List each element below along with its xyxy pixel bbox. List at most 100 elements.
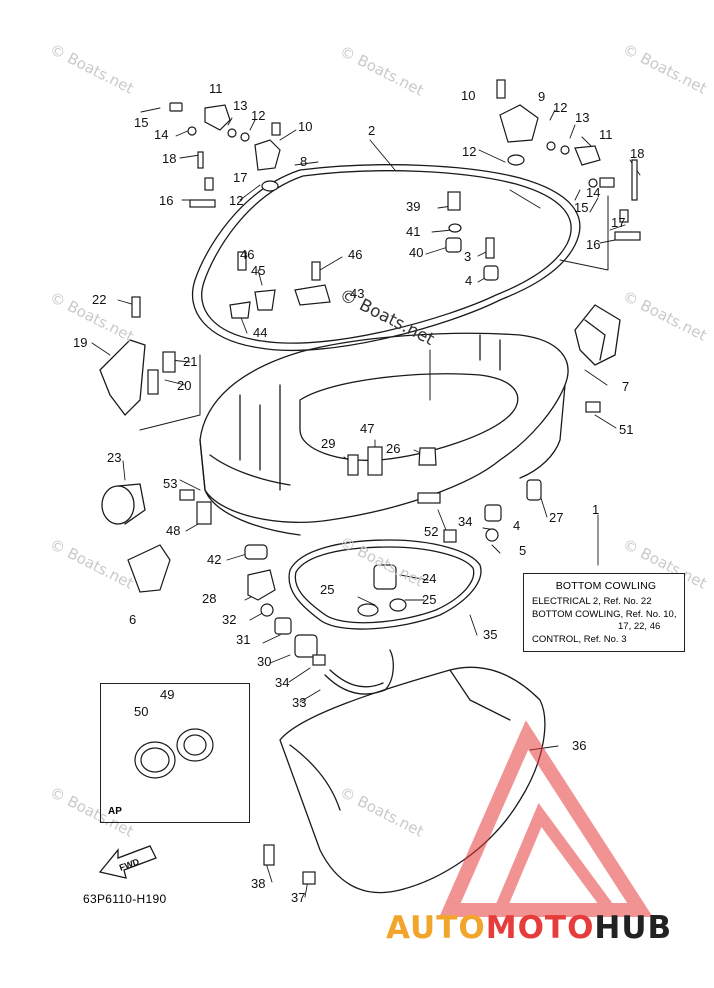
callout-number: 8 [300, 154, 308, 169]
collar-30 [294, 634, 318, 658]
grommet-4b [484, 504, 502, 522]
callout-number: 36 [572, 738, 587, 753]
callout-number: 46 [240, 247, 255, 262]
clamp-43 [294, 284, 331, 306]
clamp-50-inner [140, 747, 170, 773]
rear-bracket [574, 304, 621, 366]
callout-number: 30 [257, 654, 272, 669]
washer-13 [227, 128, 237, 138]
cap-41 [448, 223, 462, 233]
fitting-31 [274, 617, 292, 635]
callout-number: 37 [291, 890, 306, 905]
washer-12c [546, 141, 556, 151]
bolt-10b [496, 79, 506, 99]
callout-number: 40 [409, 245, 424, 260]
callout-number: 18 [630, 146, 645, 161]
callout-number: 39 [406, 199, 421, 214]
drawing-code: 63P6110-H190 [83, 892, 167, 906]
clip-16 [189, 199, 216, 208]
callout-number: 9 [538, 89, 546, 104]
bolt-46b [311, 261, 321, 281]
brand-part-moto: MOTO [485, 910, 595, 946]
clip-34 [312, 654, 326, 666]
bolt-10 [271, 122, 281, 136]
bolt-17 [204, 177, 214, 191]
clip-21 [162, 351, 176, 373]
callout-number: 41 [406, 224, 421, 239]
front-bracket [99, 339, 146, 416]
legend-line: ELECTRICAL 2, Ref. No. 22 [532, 596, 652, 607]
callout-number: 50 [134, 704, 149, 719]
ring-25 [357, 603, 379, 617]
grommet-49 [176, 728, 214, 762]
callout-number: 27 [549, 510, 564, 525]
bolt-3 [485, 237, 495, 259]
callout-number: 7 [622, 379, 630, 394]
callout-number: 17 [611, 215, 626, 230]
brand-part-hub: HUB [594, 910, 673, 946]
bottom-cowling-rim [199, 439, 301, 536]
ap-inset-box [100, 683, 250, 823]
legend-box: BOTTOM COWLING ELECTRICAL 2, Ref. No. 22… [523, 573, 685, 652]
spring-18 [197, 151, 204, 169]
legend-line: BOTTOM COWLING, Ref. No. 10, [532, 608, 677, 620]
bottom-cowling-floor [299, 373, 519, 462]
callout-number: 21 [183, 354, 198, 369]
plug-26 [418, 447, 437, 466]
clip-16b [614, 231, 641, 241]
grommet-cap [101, 485, 135, 525]
callout-number: 10 [298, 119, 313, 134]
callout-number: 22 [92, 292, 107, 307]
washer-14b [588, 178, 598, 188]
callout-number: 49 [160, 687, 175, 702]
grommet-24 [373, 564, 397, 590]
callout-number: 6 [129, 612, 137, 627]
callout-number: 15 [134, 115, 149, 130]
bolt-38 [263, 844, 275, 866]
legend-line: CONTROL, Ref. No. 3 [532, 633, 627, 645]
lower-apron [279, 666, 546, 894]
callout-number: 25 [422, 592, 437, 607]
callout-number: 25 [320, 582, 335, 597]
cover-6 [127, 544, 171, 593]
callout-number: 18 [162, 151, 177, 166]
callout-number: 1 [592, 502, 600, 517]
callout-number: 42 [207, 552, 222, 567]
bush-5 [485, 528, 499, 542]
clip-20 [147, 369, 159, 395]
bolt-46 [237, 251, 247, 271]
gasket [288, 539, 482, 630]
callout-number: 12 [229, 193, 244, 208]
callout-number: 19 [73, 335, 88, 350]
callout-number: 15 [574, 200, 589, 215]
callout-number: 10 [461, 88, 476, 103]
bolt-15 [169, 102, 183, 112]
bolt-17b [619, 209, 629, 223]
elbow-28 [247, 569, 276, 601]
callout-number: 46 [348, 247, 363, 262]
bolt-39 [447, 191, 461, 211]
grommet-12 [261, 180, 279, 192]
callout-number: 13 [575, 110, 590, 125]
clip-34b [443, 529, 457, 543]
callout-number: 29 [321, 436, 336, 451]
housing-8 [254, 139, 281, 171]
callout-number: 14 [586, 185, 601, 200]
callout-number: 4 [465, 273, 473, 288]
callout-number: 34 [275, 675, 290, 690]
callout-number: 20 [177, 378, 192, 393]
callout-number: 14 [154, 127, 169, 142]
callout-number: 47 [360, 421, 375, 436]
callout-number: 17 [233, 170, 248, 185]
callout-number: 31 [236, 632, 251, 647]
callout-number: 24 [422, 571, 437, 586]
callout-number: 16 [159, 193, 174, 208]
callout-number: 12 [462, 144, 477, 159]
callout-number: 34 [458, 514, 473, 529]
washer-13b [560, 145, 570, 155]
callout-number: 4 [513, 518, 521, 533]
legend-title: BOTTOM COWLING [555, 580, 657, 592]
mount-11b [574, 145, 601, 166]
nut-37 [302, 871, 316, 885]
